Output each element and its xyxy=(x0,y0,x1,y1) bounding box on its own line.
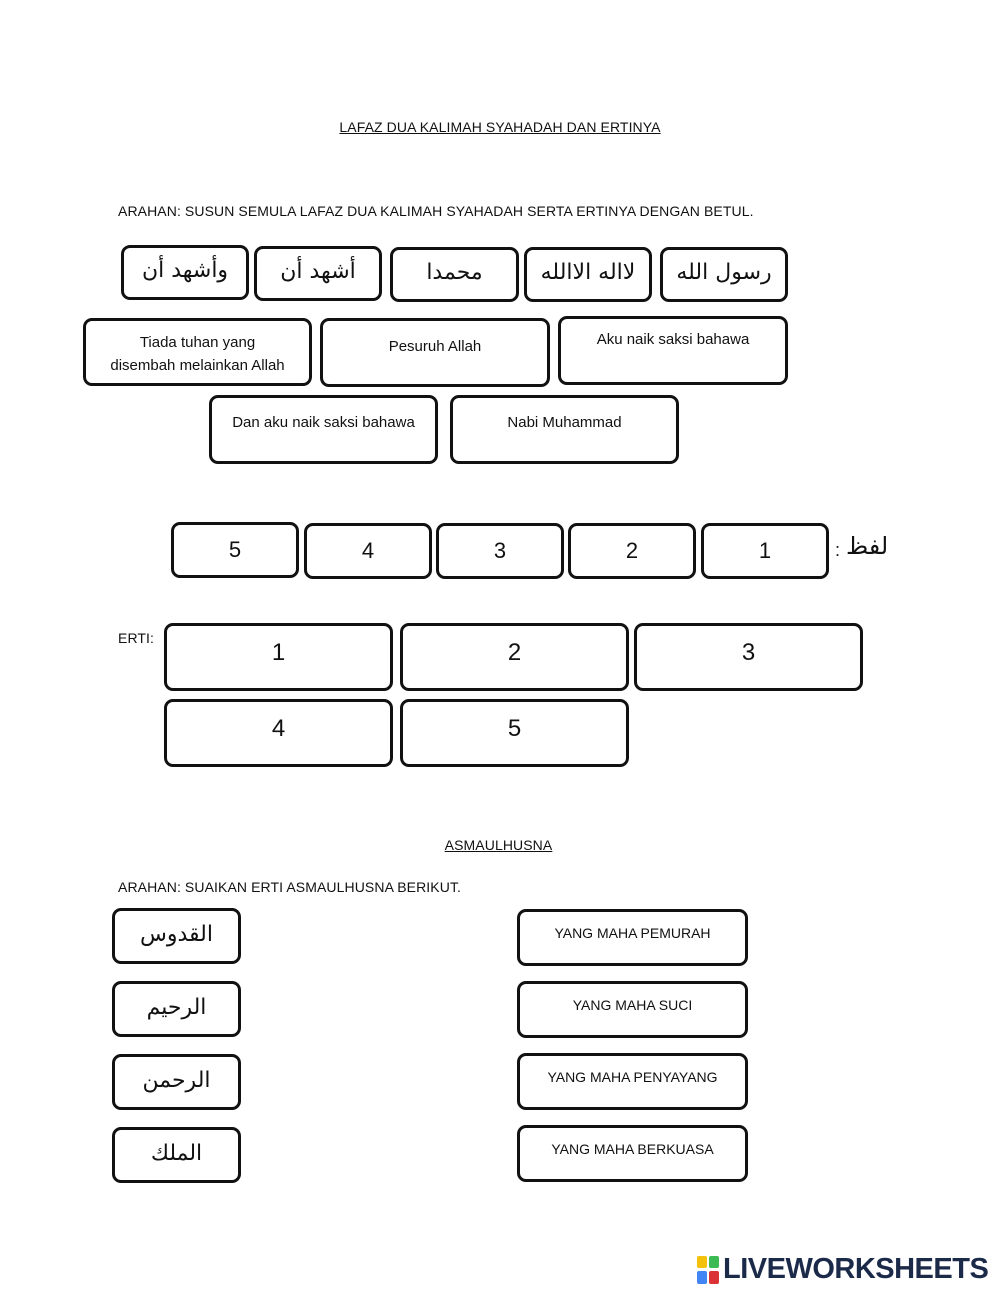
meaning-tile-text-line1: Tiada tuhan yang xyxy=(139,334,256,351)
lafaz-slot-number: 4 xyxy=(361,538,375,563)
arabic-tile-text: محمدا xyxy=(426,260,483,285)
lafaz-colon: : xyxy=(835,540,841,560)
asma-meaning-text: YANG MAHA PEMURAH xyxy=(554,925,711,941)
lafaz-slot[interactable]: 3 xyxy=(436,523,564,579)
liveworksheets-logo-icon xyxy=(697,1256,719,1284)
lafaz-slot-number: 5 xyxy=(228,537,242,562)
lafaz-slot-number: 2 xyxy=(625,538,639,563)
erti-slot[interactable]: 4 xyxy=(164,699,393,767)
asma-name-text: الملك xyxy=(150,1141,203,1166)
asma-meaning-tile[interactable]: YANG MAHA SUCI xyxy=(517,981,748,1038)
asma-name-text: القدوس xyxy=(140,922,213,947)
arabic-tile[interactable]: أشهد أن xyxy=(254,246,382,301)
lafaz-slot-number: 3 xyxy=(493,538,507,563)
section-title-asmaulhusna: ASMAULHUSNA xyxy=(444,837,553,853)
erti-slot-number: 2 xyxy=(507,639,522,666)
erti-slot-number: 1 xyxy=(271,639,286,666)
instruction-syahadah: ARAHAN: SUSUN SEMULA LAFAZ DUA KALIMAH S… xyxy=(118,203,754,219)
asma-meaning-tile[interactable]: YANG MAHA PEMURAH xyxy=(517,909,748,966)
asma-meaning-tile[interactable]: YANG MAHA PENYAYANG xyxy=(517,1053,748,1110)
section-title-syahadah: LAFAZ DUA KALIMAH SYAHADAH DAN ERTINYA xyxy=(339,119,661,135)
arabic-tile-text: وأشهد أن xyxy=(141,258,229,283)
erti-slot[interactable]: 2 xyxy=(400,623,629,691)
erti-slot-number: 4 xyxy=(271,715,286,742)
arabic-tile-text: أشهد أن xyxy=(280,259,356,284)
lafaz-label: لفظ xyxy=(846,532,889,560)
instruction-asmaulhusna: ARAHAN: SUAIKAN ERTI ASMAULHUSNA BERIKUT… xyxy=(118,879,462,895)
meaning-tile[interactable]: Dan aku naik saksi bahawa xyxy=(209,395,438,464)
arabic-tile[interactable]: رسول الله xyxy=(660,247,788,302)
meaning-tile-text: Aku naik saksi bahawa xyxy=(596,331,750,348)
asma-name-text: الرحمن xyxy=(142,1068,211,1093)
meaning-tile-text-line2: disembah melainkan Allah xyxy=(110,357,285,374)
meaning-tile-text: Dan aku naik saksi bahawa xyxy=(232,414,415,431)
erti-slot[interactable]: 5 xyxy=(400,699,629,767)
meaning-tile-text: Pesuruh Allah xyxy=(388,338,482,355)
asma-meaning-text: YANG MAHA SUCI xyxy=(572,997,693,1013)
erti-slot[interactable]: 3 xyxy=(634,623,863,691)
arabic-tile[interactable]: وأشهد أن xyxy=(121,245,249,300)
asma-name-tile[interactable]: الرحمن xyxy=(112,1054,241,1110)
lafaz-slot[interactable]: 2 xyxy=(568,523,696,579)
arabic-tile[interactable]: محمدا xyxy=(390,247,519,302)
erti-slot-number: 3 xyxy=(741,639,756,666)
asma-meaning-tile[interactable]: YANG MAHA BERKUASA xyxy=(517,1125,748,1182)
asma-name-text: الرحيم xyxy=(146,995,207,1020)
erti-label: ERTI: xyxy=(118,630,155,646)
meaning-tile[interactable]: Pesuruh Allah xyxy=(320,318,550,387)
arabic-tile-text: رسول الله xyxy=(676,260,772,285)
asma-name-tile[interactable]: الملك xyxy=(112,1127,241,1183)
liveworksheets-logo: LIVEWORKSHEETS xyxy=(697,1253,993,1287)
liveworksheets-logo-text: LIVEWORKSHEETS xyxy=(723,1253,989,1285)
meaning-tile[interactable]: Aku naik saksi bahawa xyxy=(558,316,788,385)
meaning-tile-text: Nabi Muhammad xyxy=(507,414,622,431)
lafaz-slot[interactable]: 5 xyxy=(171,522,299,578)
asma-name-tile[interactable]: الرحيم xyxy=(112,981,241,1037)
asma-meaning-text: YANG MAHA PENYAYANG xyxy=(547,1069,718,1085)
erti-slot-number: 5 xyxy=(507,715,522,742)
asma-meaning-text: YANG MAHA BERKUASA xyxy=(551,1141,714,1157)
meaning-tile[interactable]: Nabi Muhammad xyxy=(450,395,679,464)
lafaz-slot[interactable]: 4 xyxy=(304,523,432,579)
erti-slot[interactable]: 1 xyxy=(164,623,393,691)
asma-name-tile[interactable]: القدوس xyxy=(112,908,241,964)
arabic-tile[interactable]: لااله الاالله xyxy=(524,247,652,302)
lafaz-slot-number: 1 xyxy=(758,538,772,563)
arabic-tile-text: لااله الاالله xyxy=(540,260,636,285)
meaning-tile[interactable]: Tiada tuhan yang disembah melainkan Alla… xyxy=(83,318,312,386)
lafaz-slot[interactable]: 1 xyxy=(701,523,829,579)
